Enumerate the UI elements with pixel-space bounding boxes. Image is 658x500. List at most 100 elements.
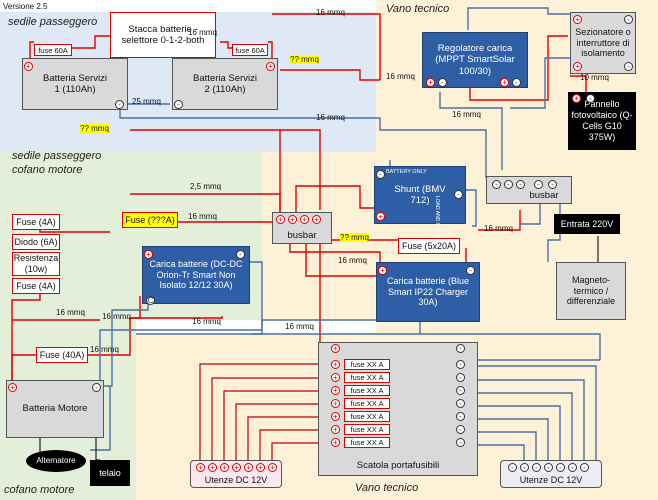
terminal-neg: - — [508, 463, 517, 472]
terminal-pos: + — [331, 360, 340, 369]
terminal-pos: + — [426, 78, 435, 87]
wire-label-unknown: ?? mmq — [340, 233, 369, 242]
shunt-label: Shunt (BMV 712) — [394, 183, 446, 206]
caricabatterie-bluesmart[interactable]: Carica batterie (Blue Smart IP22 Charger… — [376, 262, 480, 322]
version-label: Versione 2.5 — [3, 2, 48, 11]
batteria-motore: Batteria Motore — [6, 380, 104, 438]
terminal-neg: - — [556, 463, 565, 472]
terminal-pos: + — [268, 463, 277, 472]
terminal-neg: - — [568, 463, 577, 472]
terminal-pos: + — [144, 250, 153, 259]
stacca-batterie-selettore[interactable]: Stacca batterie - selettore 0-1-2-both — [110, 12, 216, 58]
magneto-label: Magneto-termico / differenziale — [566, 274, 616, 307]
terminal-pos: + — [331, 425, 340, 434]
terminal-pos: + — [331, 399, 340, 408]
telaio-label: telaio — [99, 467, 121, 478]
fuse-unknown-label: Fuse (???A) — [125, 214, 175, 225]
fuse-slot-label: fuse XX A — [350, 360, 384, 369]
stacca-label: Stacca batterie - selettore 0-1-2-both — [121, 23, 205, 46]
terminal-pos: + — [8, 383, 17, 392]
fuse-slot-label: fuse XX A — [350, 399, 384, 408]
terminal-neg: - — [624, 62, 633, 71]
terminal-neg: - — [174, 100, 183, 109]
terminal-neg: - — [115, 100, 124, 109]
wire-label: 16 mmq — [102, 312, 131, 321]
zone-title-cofano-bottom: cofano motore — [4, 484, 75, 496]
terminal-neg: - — [580, 463, 589, 472]
magnetotermico-differenziale[interactable]: Magneto-termico / differenziale — [556, 262, 626, 320]
fuse-4a-2: Fuse (4A) — [12, 278, 60, 294]
terminal-pos: + — [312, 215, 321, 224]
terminal-neg: - — [456, 344, 465, 353]
fuse-4a-1-label: Fuse (4A) — [16, 216, 56, 227]
zone-title-vano-bottom: Vano tecnico — [355, 482, 419, 494]
shunt-bmv712[interactable]: Shunt (BMV 712) — [374, 166, 466, 224]
terminal-pos: + — [276, 215, 285, 224]
fuse-5x20a-label: Fuse (5x20A) — [401, 240, 457, 251]
zone-title-vano-top: Vano tecnico — [386, 3, 450, 15]
entrata-label: Entrata 220V — [560, 218, 614, 229]
caricabatterie-orion[interactable]: Carica batterie (DC-DC Orion-Tr Smart No… — [142, 246, 250, 304]
terminal-pos: + — [331, 438, 340, 447]
resistenza-label: Resistenza (10w) — [13, 253, 59, 274]
terminal-neg: - — [456, 386, 465, 395]
zone-title-cofano-mid: cofano motore — [12, 164, 83, 176]
shunt-battery-only-tag: BATTERY ONLY — [386, 169, 427, 175]
terminal-neg: - — [520, 463, 529, 472]
terminal-neg: - — [586, 94, 595, 103]
fuse-4a-2-label: Fuse (4A) — [16, 280, 56, 291]
pannello-label: Pannello fotovoltaico (Q-Cells G10 375W) — [571, 99, 633, 142]
wire-label: 2,5 mmq — [190, 182, 222, 191]
terminal-neg: - — [456, 425, 465, 434]
terminal-pos: + — [331, 373, 340, 382]
fuse-unknown: Fuse (???A) — [122, 212, 178, 228]
terminal-neg: - — [492, 180, 501, 189]
scatola-portafusibili: Scatola portafusibili — [318, 342, 478, 476]
terminal-neg: - — [624, 15, 633, 24]
zone-title-sedile-mid: sedile passeggero — [12, 150, 102, 162]
fuse-slot: fuse XX A — [344, 398, 390, 409]
terminal-neg: - — [512, 78, 521, 87]
wire-label: 16 mmq — [192, 317, 221, 326]
zone-title-sedile-top: sedile passeggero — [8, 16, 98, 28]
terminal-pos: + — [244, 463, 253, 472]
wire-label: 10 mmq — [580, 73, 609, 82]
entrata-220v: Entrata 220V — [554, 214, 620, 234]
batteria-motore-label: Batteria Motore — [22, 403, 88, 415]
fuse-slot-label: fuse XX A — [350, 386, 384, 395]
fuse-slot: fuse XX A — [344, 437, 390, 448]
fuse-60a-1: fuse 60A — [34, 44, 72, 56]
telaio: telaio — [90, 460, 130, 486]
fuse-slot: fuse XX A — [344, 411, 390, 422]
wire-label: 16 mmq — [56, 308, 85, 317]
batteria-servizi-1: Batteria Servizi 1 (110Ah) — [22, 58, 128, 110]
wire-label: 16 mmq — [90, 345, 119, 354]
terminal-pos: + — [572, 94, 581, 103]
terminal-neg: - — [456, 438, 465, 447]
alternatore: Alternatore — [26, 450, 86, 472]
terminal-neg: - — [456, 412, 465, 421]
fuse-slot-label: fuse XX A — [350, 425, 384, 434]
wire-label: 16 mmq — [484, 224, 513, 233]
wire-label: 16 mmq — [285, 322, 314, 331]
fuse-60a-2: fuse 60A — [232, 44, 268, 56]
terminal-pos: + — [376, 212, 385, 221]
wire-label: 16 mmq — [452, 110, 481, 119]
fuse-slot: fuse XX A — [344, 359, 390, 370]
fuse-5x20a: Fuse (5x20A) — [398, 238, 460, 254]
terminal-pos: + — [266, 62, 275, 71]
wire-label: 16 mmq — [188, 212, 217, 221]
wire-label: 16 mmq — [316, 113, 345, 122]
fuse-4a-1: Fuse (4A) — [12, 214, 60, 230]
terminal-pos: + — [378, 266, 387, 275]
terminal-neg: - — [438, 78, 447, 87]
fuse-slot: fuse XX A — [344, 372, 390, 383]
orion-label: Carica batterie (DC-DC Orion-Tr Smart No… — [149, 258, 243, 291]
terminal-neg: - — [456, 360, 465, 369]
sezionatore-label: Sezionatore o interruttore di isolamento — [575, 26, 631, 59]
terminal-pos: + — [256, 463, 265, 472]
utenze-positive-label: Utenze DC 12V — [204, 475, 268, 486]
terminal-neg: - — [466, 266, 475, 275]
resistenza-10w: Resistenza (10w) — [12, 252, 60, 276]
